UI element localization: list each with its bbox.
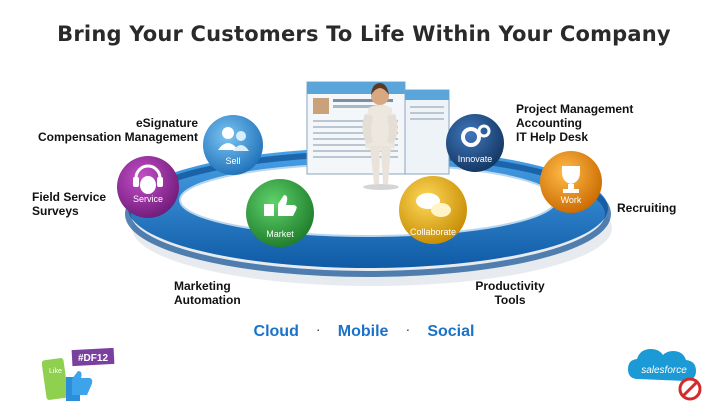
- page-title: Bring Your Customers To Life Within Your…: [57, 22, 671, 46]
- node-label-innovate: Innovate: [458, 154, 493, 164]
- label-accounting: Accounting: [516, 116, 582, 130]
- footer-mobile: Mobile: [337, 323, 389, 340]
- label-field-service: Field Service: [32, 190, 107, 204]
- label-tools: Tools: [494, 293, 526, 307]
- label-automation: Automation: [174, 293, 241, 307]
- node-label-service: Service: [133, 194, 163, 204]
- node-label-market: Market: [266, 229, 294, 239]
- node-label-collaborate: Collaborate: [410, 227, 456, 237]
- label-right-top: Project Management Accounting IT Help De…: [516, 102, 633, 144]
- label-marketing: Marketing: [174, 279, 231, 293]
- df12-like-badge: Like #DF12: [42, 347, 115, 401]
- label-recruiting: Recruiting: [617, 201, 677, 215]
- node-label-sell: Sell: [225, 156, 240, 166]
- businesswoman-figure: [362, 83, 399, 190]
- badge-tag-text: #DF12: [78, 353, 108, 364]
- node-market[interactable]: Market: [246, 179, 314, 247]
- node-sell[interactable]: Sell: [203, 115, 263, 175]
- label-bottom-right: Productivity Tools: [470, 279, 550, 307]
- node-innovate[interactable]: Innovate: [446, 114, 504, 172]
- node-service[interactable]: Service: [117, 156, 179, 218]
- footer-separator: .: [406, 323, 410, 334]
- node-label-work: Work: [561, 195, 582, 205]
- label-left-mid: Field Service Surveys: [32, 190, 106, 218]
- footer-cloud: Cloud: [253, 323, 299, 340]
- footer-tagline: Cloud . Mobile . Social: [0, 323, 728, 341]
- footer-separator: .: [316, 323, 320, 334]
- label-project-management: Project Management: [516, 102, 634, 116]
- label-esignature: eSignature: [135, 116, 198, 130]
- node-collaborate[interactable]: Collaborate: [399, 176, 467, 244]
- label-compensation-management: Compensation Management: [37, 130, 198, 144]
- label-bottom-left: Marketing Automation: [174, 279, 241, 307]
- node-work[interactable]: Work: [540, 151, 602, 213]
- salesforce-logo-text: salesforce: [641, 365, 687, 376]
- badge-like-text: Like: [49, 368, 62, 375]
- label-it-help-desk: IT Help Desk: [516, 130, 589, 144]
- footer-social: Social: [427, 323, 475, 340]
- label-productivity: Productivity: [475, 279, 545, 293]
- salesforce-logo: salesforce: [628, 349, 702, 401]
- label-left-top: eSignature Compensation Management: [32, 116, 198, 144]
- label-surveys: Surveys: [32, 204, 79, 218]
